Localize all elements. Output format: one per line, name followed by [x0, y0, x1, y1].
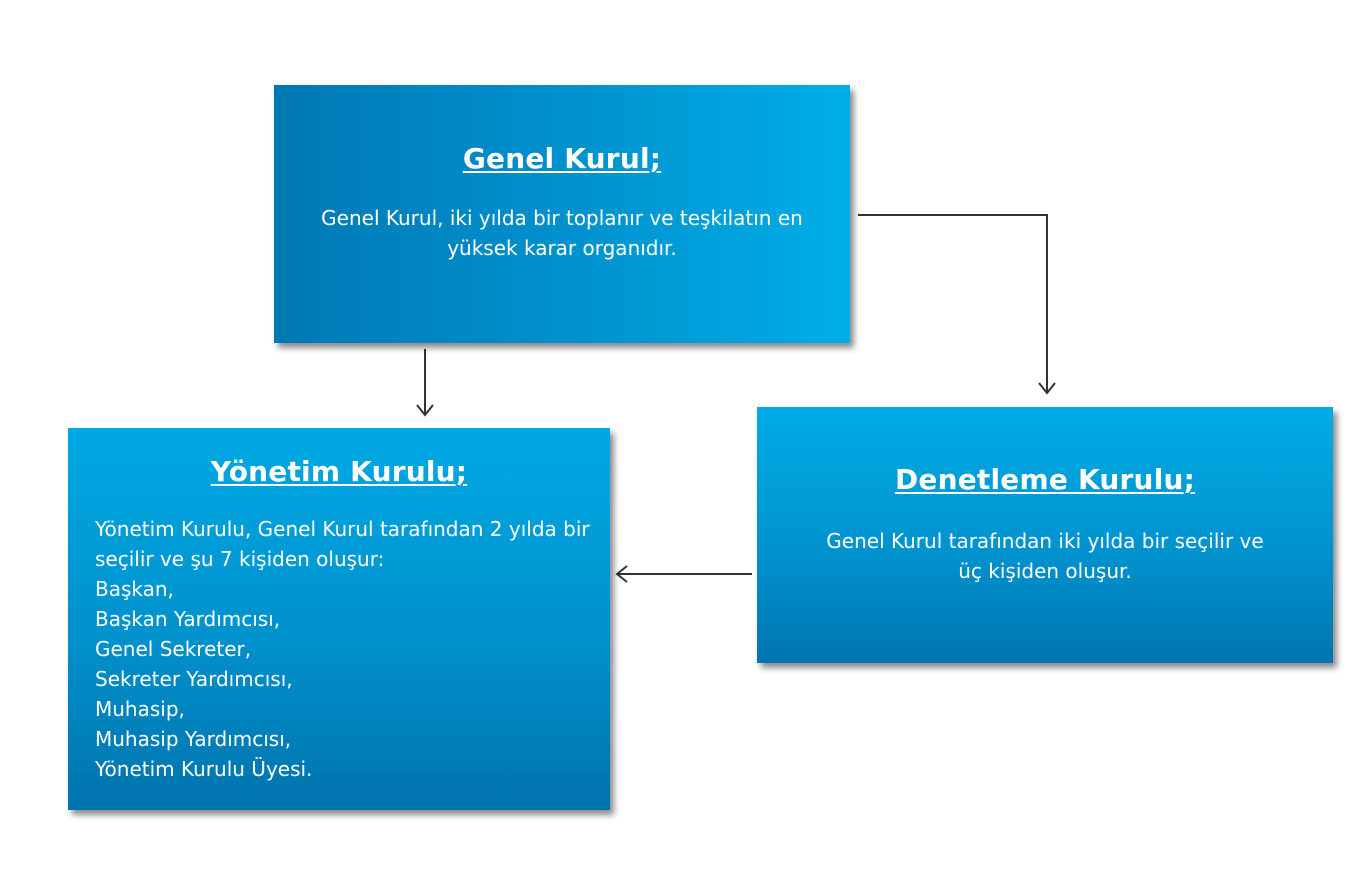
denetleme-kurulu-description: Genel Kurul tarafından iki yılda bir seç…	[826, 529, 1264, 583]
member-item: Muhasip Yardımcısı,	[95, 727, 292, 751]
arrow-genel-to-denetleme	[858, 214, 1048, 393]
yonetim-kurulu-box: Yönetim Kurulu; Yönetim Kurulu, Genel Ku…	[68, 428, 610, 810]
genel-kurul-box: Genel Kurul; Genel Kurul, iki yılda bir …	[274, 85, 850, 343]
yonetim-kurulu-title: Yönetim Kurulu;	[210, 455, 468, 488]
member-item: Sekreter Yardımcısı,	[95, 667, 293, 691]
member-item: Muhasip,	[95, 697, 185, 721]
member-item: Başkan,	[95, 577, 174, 601]
denetleme-kurulu-box: Denetleme Kurulu; Genel Kurul tarafından…	[757, 407, 1333, 663]
yonetim-kurulu-description: Yönetim Kurulu, Genel Kurul tarafından 2…	[95, 517, 590, 571]
member-item: Yönetim Kurulu Üyesi.	[95, 757, 313, 781]
arrow-genel-to-denetleme-head	[1038, 382, 1056, 395]
genel-kurul-description: Genel Kurul, iki yılda bir toplanır ve t…	[321, 206, 803, 260]
member-item: Başkan Yardımcısı,	[95, 607, 281, 631]
genel-kurul-title: Genel Kurul;	[462, 142, 662, 175]
arrow-genel-to-yonetim-head	[416, 404, 434, 417]
denetleme-kurulu-title: Denetleme Kurulu;	[894, 463, 1196, 496]
member-item: Genel Sekreter,	[95, 637, 252, 661]
yonetim-kurulu-member-list: Başkan, Başkan Yardımcısı, Genel Sekrete…	[95, 574, 312, 784]
arrow-denetleme-to-yonetim-head	[615, 565, 628, 583]
